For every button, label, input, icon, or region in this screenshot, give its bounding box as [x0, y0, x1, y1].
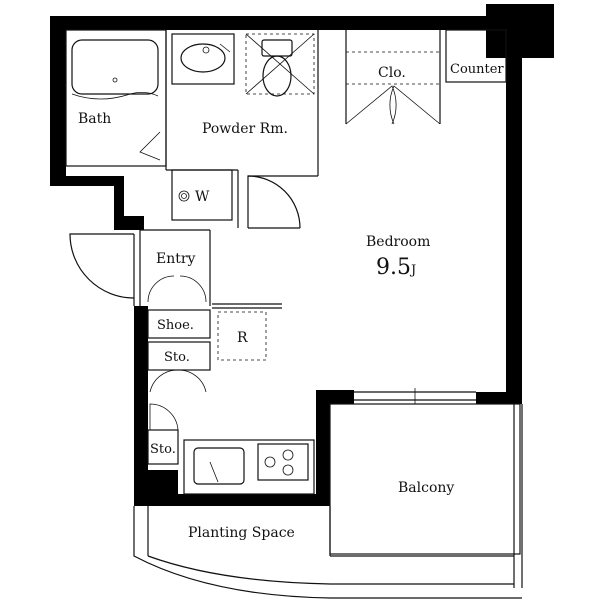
- fixtures: [71, 33, 315, 485]
- label-planting-space: Planting Space: [188, 525, 295, 541]
- label-powder-room: Powder Rm.: [202, 121, 288, 137]
- room-labels: Bath Powder Rm. W Clo. Counter Bedroom 9…: [78, 62, 504, 541]
- bedroom-size-value: 9.5: [376, 255, 411, 280]
- label-bedroom-size: 9.5J: [376, 255, 416, 280]
- label-balcony: Balcony: [398, 480, 454, 496]
- bedroom-size-unit: J: [409, 263, 416, 278]
- label-entry: Entry: [156, 251, 196, 267]
- interior-walls: [65, 29, 523, 599]
- label-washer: W: [195, 189, 210, 205]
- label-fridge: R: [237, 330, 248, 346]
- doors: [69, 85, 441, 431]
- label-closet: Clo.: [378, 65, 406, 81]
- label-storage-2: Sto.: [150, 442, 176, 457]
- exterior-walls: [50, 4, 554, 506]
- label-storage-1: Sto.: [164, 350, 190, 365]
- label-counter: Counter: [450, 62, 504, 77]
- label-bedroom: Bedroom: [366, 234, 430, 250]
- label-shoe: Shoe.: [157, 318, 194, 333]
- label-bath: Bath: [78, 111, 111, 127]
